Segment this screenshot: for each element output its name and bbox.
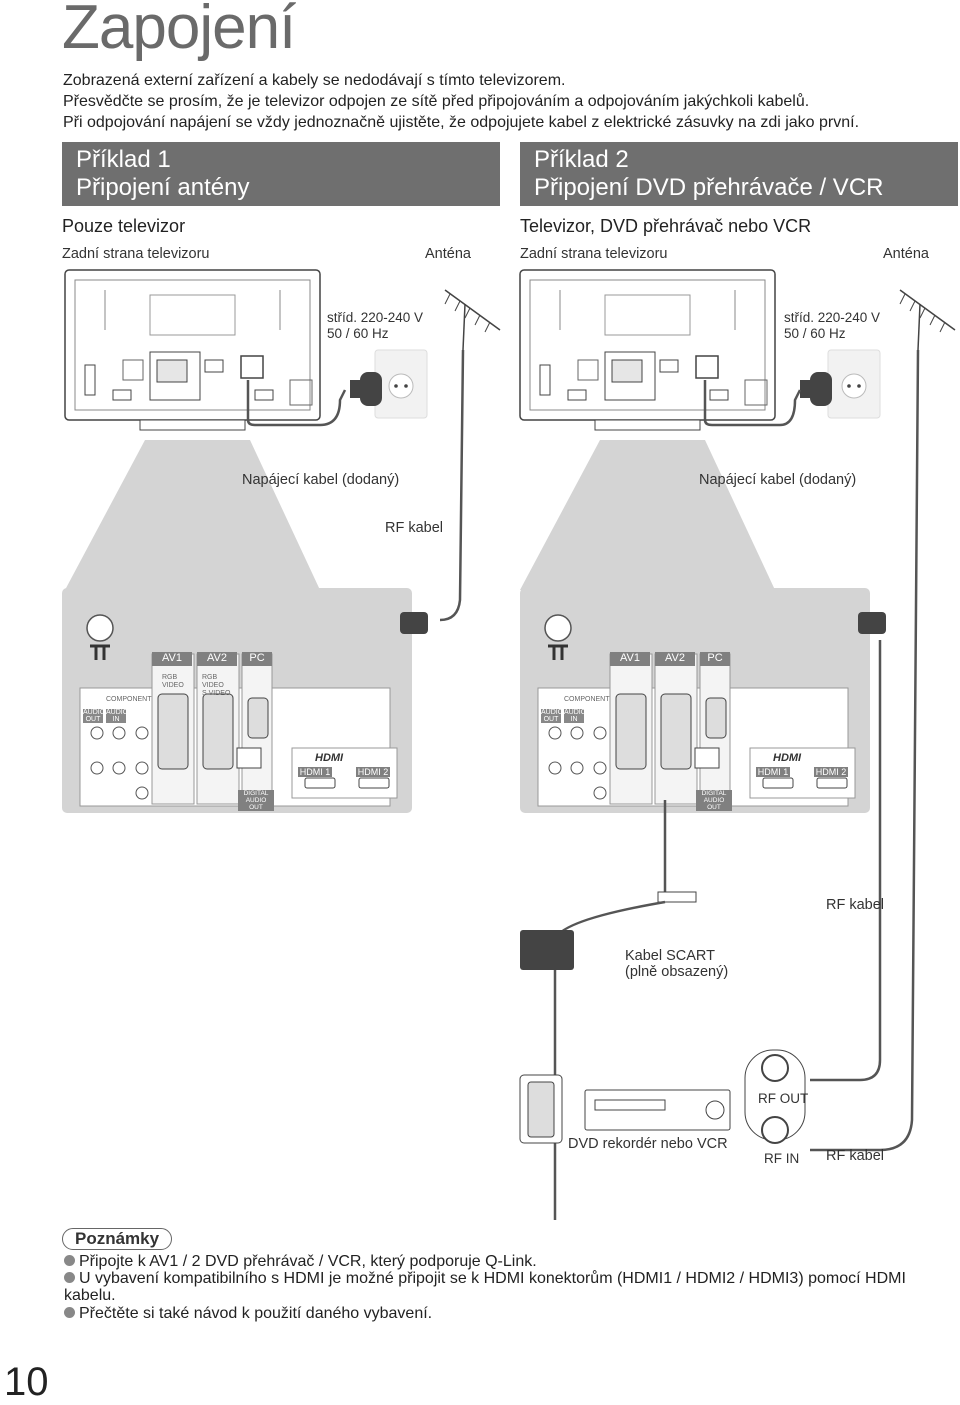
audio-in-label-2: AUDIO IN: [564, 709, 587, 723]
digital-audio-out-label-2: DIGITAL AUDIO OUT: [696, 790, 732, 811]
hdmi2-label-2: HDMI 2: [814, 767, 848, 777]
example1-heading: Příklad 1: [76, 146, 171, 173]
scart-cable-label-2: (plně obsazený): [625, 964, 729, 980]
rf-out-label: RF OUT: [758, 1091, 809, 1106]
hdmi1-label-2: HDMI 1: [756, 767, 790, 777]
example1-header: Příklad 1 Připojení antény: [62, 142, 500, 206]
av1-label: AV1: [152, 652, 192, 666]
bullet-icon: [64, 1255, 75, 1266]
example2-header: Příklad 2 Připojení DVD přehrávače / VCR: [520, 142, 958, 206]
example2-back-label: Zadní strana televizoru: [520, 246, 668, 262]
av1-rgb-label: RGB: [162, 674, 178, 681]
note-text: Připojte k AV1 / 2 DVD přehrávač / VCR, …: [79, 1253, 537, 1270]
scart-cable-label-1: Kabel SCART: [625, 948, 715, 964]
note-text: U vybavení kompatibilního s HDMI je možn…: [64, 1270, 906, 1304]
rf-in-label: RF IN: [764, 1151, 800, 1166]
note-text: Přečtěte si také návod k použití daného …: [79, 1305, 433, 1322]
example2-antenna-label: Anténa: [883, 246, 929, 262]
av2-label: AV2: [197, 652, 237, 666]
hdmi-logo: HDMI: [315, 752, 344, 764]
example2-power-cable: Napájecí kabel (dodaný): [699, 472, 857, 488]
av2-video-label: VIDEO: [202, 682, 224, 689]
example1-power-spec-1: stříd. 220-240 V: [327, 310, 424, 325]
recorder-label: DVD rekordér nebo VCR: [568, 1136, 728, 1152]
page-title: Zapojení: [62, 0, 296, 62]
example2-power-spec-2: 50 / 60 Hz: [784, 326, 846, 341]
hdmi1-label: HDMI 1: [298, 767, 332, 777]
component-label: COMPONENT: [106, 696, 152, 703]
av2-label-2: AV2: [655, 652, 695, 666]
example1-subheading: Připojení antény: [76, 174, 250, 201]
bullet-icon: [64, 1272, 75, 1283]
audio-in-label: AUDIO IN: [106, 709, 129, 723]
example1-antenna-label: Anténa: [425, 246, 471, 262]
av1-video-label: VIDEO: [162, 682, 184, 689]
av1-label-2: AV1: [610, 652, 650, 666]
note-item-2: U vybavení kompatibilního s HDMI je možn…: [64, 1270, 944, 1304]
example1-power-cable: Napájecí kabel (dodaný): [242, 472, 400, 488]
hdmi2-label: HDMI 2: [356, 767, 390, 777]
example1-back-label: Zadní strana televizoru: [62, 246, 210, 262]
example2-heading: Příklad 2: [534, 146, 629, 173]
example2-subheading: Připojení DVD přehrávače / VCR: [534, 174, 884, 201]
audio-out-label-2: AUDIO OUT: [541, 709, 564, 723]
pc-label-2: PC: [700, 652, 730, 666]
page-number: 10: [4, 1360, 49, 1404]
example2-title: Televizor, DVD přehrávač nebo VCR: [520, 216, 812, 236]
audio-out-label: AUDIO OUT: [83, 709, 106, 723]
note-item-1: Připojte k AV1 / 2 DVD přehrávač / VCR, …: [64, 1253, 944, 1270]
component-label-2: COMPONENT: [564, 696, 610, 703]
av2-svideo-label: S VIDEO: [202, 690, 231, 697]
notes-title: Poznámky: [62, 1228, 173, 1250]
intro-line-3: Při odpojování napájení se vždy jednozna…: [63, 114, 860, 131]
note-item-3: Přečtěte si také návod k použití daného …: [64, 1305, 944, 1322]
example2-rf-cable-top: RF kabel: [826, 897, 885, 913]
hdmi-logo-2: HDMI: [773, 752, 802, 764]
intro-line-2: Přesvědčte se prosím, že je televizor od…: [63, 93, 810, 110]
digital-audio-out-label: DIGITAL AUDIO OUT: [238, 790, 274, 811]
pc-label: PC: [242, 652, 272, 666]
intro-line-1: Zobrazená externí zařízení a kabely se n…: [63, 72, 566, 89]
example2-rf-cable-bottom: RF kabel: [826, 1148, 885, 1164]
example1-title: Pouze televizor: [62, 216, 186, 236]
av2-rgb-label: RGB: [202, 674, 218, 681]
example1-power-spec-2: 50 / 60 Hz: [327, 326, 389, 341]
connection-diagram: [60, 269, 956, 1220]
example2-power-spec-1: stříd. 220-240 V: [784, 310, 881, 325]
bullet-icon: [64, 1307, 75, 1318]
example1-rf-cable: RF kabel: [385, 520, 444, 536]
